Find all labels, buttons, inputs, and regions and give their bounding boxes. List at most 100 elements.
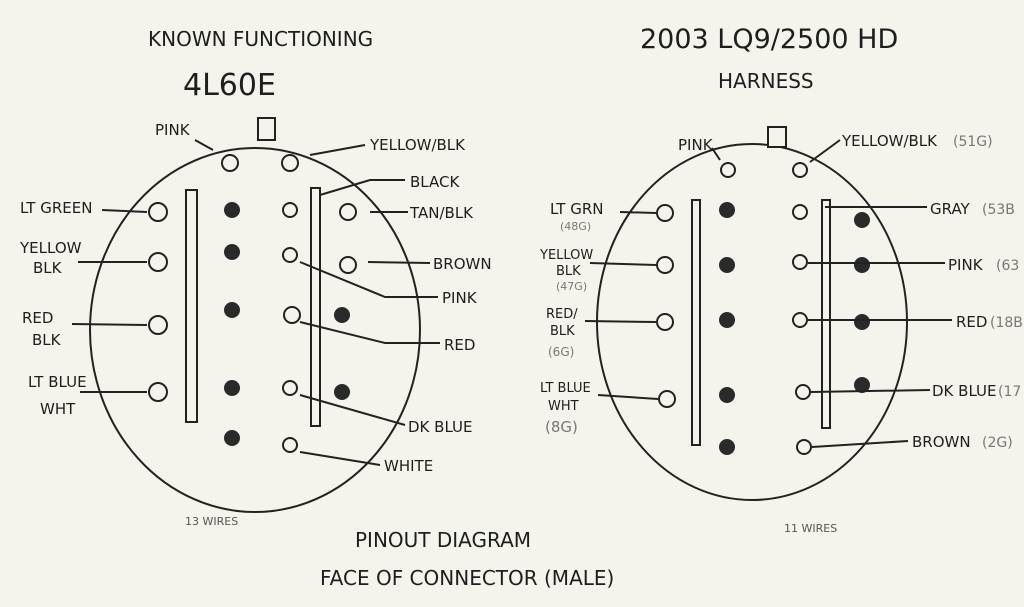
leader-line (809, 139, 841, 163)
right-left-divider-bar (691, 199, 701, 446)
left-pins (148, 154, 357, 453)
code-pink-right: (63 (996, 258, 1019, 274)
right-wire-count: 11 WIRES (784, 522, 837, 535)
leader-line (367, 261, 431, 264)
label-tan-blk: TAN/BLK (409, 204, 474, 222)
pin-filled (719, 387, 735, 403)
left-subtitle: 4L60E (183, 68, 276, 103)
label-red-blk-2: BLK (32, 331, 62, 349)
label-dk-blue: DK BLUE (932, 382, 997, 400)
pin-filled (854, 257, 870, 273)
label-lt-blue-1: LT BLUE (28, 373, 87, 391)
label-yellow-1: YELLOW (19, 239, 82, 257)
leader-line (71, 323, 148, 326)
left-connector-outline (89, 147, 421, 513)
pin-filled (224, 380, 240, 396)
right-right-divider-bar (821, 199, 831, 429)
leader-line (584, 320, 657, 323)
label-brown: BROWN (433, 255, 492, 273)
label-brown: BROWN (912, 433, 971, 451)
label-yellow-2: BLK (33, 259, 63, 277)
code-red-blk: (6G) (548, 345, 574, 359)
leader-line (299, 321, 440, 344)
right-connector: 2003 LQ9/2500 HD HARNESS (539, 24, 1023, 535)
label-yellow-blk: YELLOW/BLK (369, 136, 466, 154)
code-gray: (53B (982, 202, 1015, 218)
leader-line (597, 394, 659, 400)
code-brown: (2G) (982, 435, 1013, 451)
left-wire-count: 13 WIRES (185, 515, 238, 528)
pin-filled (224, 244, 240, 260)
footer-subtitle: FACE OF CONNECTOR (MALE) (320, 566, 614, 590)
leader-line (711, 147, 721, 161)
right-divider-bar (310, 187, 321, 427)
label-red: RED (956, 313, 987, 331)
label-lt-green: LT GREEN (20, 199, 92, 217)
label-red-blk-2: BLK (550, 324, 575, 339)
leader-line (309, 144, 366, 156)
leader-line (319, 179, 405, 196)
pin-open (339, 256, 357, 274)
pin-open (656, 313, 674, 331)
pin-filled (719, 439, 735, 455)
pin-open (148, 382, 168, 402)
right-pins (656, 162, 870, 455)
pin-open (792, 204, 808, 220)
code-yellow-blk: (51G) (953, 134, 993, 150)
pin-filled (719, 312, 735, 328)
label-yellow-1: YELLOW (539, 248, 593, 263)
label-pink: PINK (678, 136, 714, 154)
pin-open (656, 204, 674, 222)
pin-filled (854, 377, 870, 393)
label-red: RED (444, 336, 475, 354)
label-lt-blue-2: WHT (40, 400, 76, 418)
label-yellow-2: BLK (556, 264, 581, 279)
leader-line (811, 440, 909, 448)
right-subtitle: HARNESS (718, 69, 814, 93)
leader-line (619, 211, 657, 214)
footer-title: PINOUT DIAGRAM (355, 528, 531, 552)
code-red: (18B (990, 315, 1023, 331)
pin-open (282, 202, 298, 218)
pin-open (795, 384, 811, 400)
leader-line (589, 262, 657, 266)
pin-open (281, 154, 299, 172)
pin-filled (719, 257, 735, 273)
pin-open (656, 256, 674, 274)
code-lt-grn: (48G) (560, 220, 591, 233)
pin-open (221, 154, 239, 172)
label-pink: PINK (155, 121, 191, 139)
code-dk-blue: (17 (998, 384, 1021, 400)
pin-open (283, 306, 301, 324)
pin-open (796, 439, 812, 455)
label-pink-right: PINK (442, 289, 478, 307)
pin-open (339, 203, 357, 221)
pin-open (720, 162, 736, 178)
pin-open (282, 380, 298, 396)
left-connector: KNOWN FUNCTIONING 4L60E (19, 27, 492, 528)
pin-filled (719, 202, 735, 218)
leader-line (194, 139, 214, 151)
left-title: KNOWN FUNCTIONING (148, 27, 373, 51)
label-gray: GRAY (930, 200, 971, 218)
pin-filled (854, 314, 870, 330)
leader-line (299, 451, 381, 466)
left-divider-bar (185, 189, 198, 423)
label-lt-blue-1: LT BLUE (540, 381, 591, 396)
pin-open (148, 202, 168, 222)
left-key-tab (257, 117, 276, 141)
label-yellow-blk: YELLOW/BLK (841, 132, 938, 150)
right-title: 2003 LQ9/2500 HD (640, 24, 898, 55)
pin-filled (334, 307, 350, 323)
label-red-blk-1: RED (22, 309, 53, 327)
pin-open (792, 254, 808, 270)
left-leader-lines (71, 139, 440, 466)
leader-line (299, 261, 438, 298)
pin-open (658, 390, 676, 408)
label-lt-grn: LT GRN (550, 200, 604, 218)
pin-filled (854, 212, 870, 228)
pin-filled (224, 302, 240, 318)
code-lt-blue: (8G) (545, 418, 578, 436)
pin-open (792, 312, 808, 328)
